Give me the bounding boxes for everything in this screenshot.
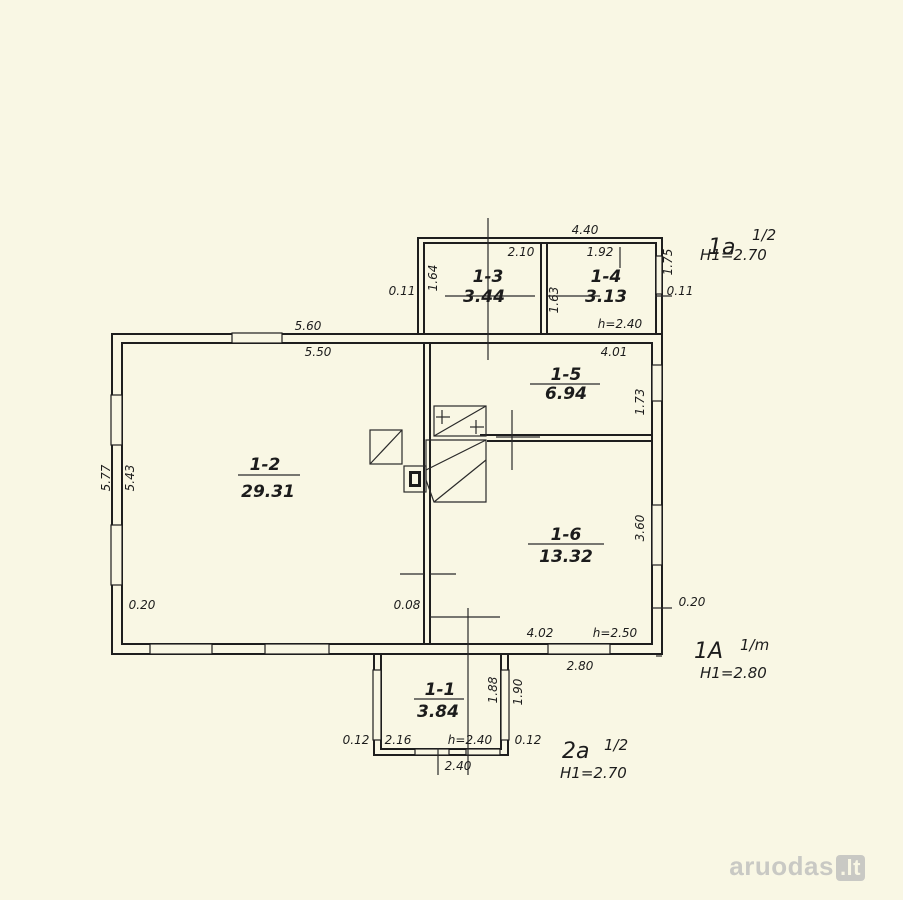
window-left-2	[110, 524, 123, 586]
annex-frac: 1/2	[752, 226, 776, 244]
stairs-upper	[433, 405, 487, 437]
dim-annex-mid: 1.63	[547, 287, 561, 314]
dim-wall-left: 0.20	[129, 598, 156, 612]
porch-code: 2a	[562, 739, 589, 764]
section-lines	[400, 218, 672, 775]
dim-top-outer: 5.60	[295, 319, 322, 333]
room-1-5-id: 1-5	[551, 365, 582, 385]
window-bottom-2	[264, 643, 330, 655]
room-1-5-area: 6.94	[545, 384, 587, 404]
dim-room6-width: 4.02	[527, 626, 554, 640]
main-outer-wall	[111, 333, 663, 655]
dim-top-inner: 5.50	[305, 345, 332, 359]
watermark-tld: .lt	[835, 855, 865, 881]
porch-frac: 1/2	[604, 736, 628, 754]
room-1-2-area: 29.31	[241, 482, 295, 502]
dim-porch-h1: 1.88	[486, 676, 500, 703]
room-1-3-id: 1-3	[473, 267, 504, 287]
room-1-2-id: 1-2	[250, 455, 281, 475]
dim-left-outer: 5.77	[99, 464, 113, 491]
windows	[110, 255, 663, 756]
annex-code: 1a	[708, 235, 735, 260]
dim-annex-height-left: 1.64	[426, 265, 440, 292]
window-bottom-1	[149, 643, 213, 655]
dim-wall-mid: 0.08	[394, 598, 421, 612]
watermark-text: aruodas	[729, 851, 834, 881]
block-notes: 1a 1/2 H1=2.70 1A 1/m H1=2.80 2a 1/2 H1=…	[560, 226, 776, 782]
window-porch-left	[372, 669, 382, 741]
dim-annex-top-outer: 4.40	[572, 223, 599, 237]
dim-porch-w-outer: 2.40	[445, 759, 472, 773]
dim-room6-height: 3.60	[633, 514, 647, 541]
window-left-1	[110, 394, 123, 446]
dim-bottom-right: 2.80	[567, 659, 594, 673]
room-1-6-area: 13.32	[539, 547, 593, 567]
dim-annex-room3-width: 2.10	[508, 245, 535, 259]
annex-height: H1=2.70	[700, 246, 767, 264]
dim-porch-h: h=2.40	[448, 733, 493, 747]
dim-left-inner: 5.43	[123, 465, 137, 492]
window-right-1	[651, 364, 663, 402]
room-1-6-id: 1-6	[551, 525, 582, 545]
window-top	[231, 332, 283, 344]
dim-annex-wall-left: 0.11	[389, 284, 416, 298]
main-inner-wall	[121, 342, 653, 645]
watermark: aruodas.lt	[729, 851, 865, 882]
main-code: 1A	[694, 639, 723, 664]
dimension-labels: 5.60 5.50 5.77 5.43 4.40 2.10 1.92 1.64 …	[99, 223, 706, 773]
dim-porch-wall-left: 0.12	[343, 733, 370, 747]
stairs-lower	[425, 439, 487, 503]
window-right-2	[651, 504, 663, 566]
room-1-1-id: 1-1	[425, 680, 456, 700]
room-1-3-area: 3.44	[463, 287, 505, 307]
dim-annex-room4-width: 1.92	[587, 245, 614, 259]
room-labels: 1-2 29.31 1-3 3.44 1-4 3.13 1-5 6.94 1-6…	[238, 267, 627, 722]
stove-stairs	[369, 405, 487, 503]
porch-height: H1=2.70	[560, 764, 627, 782]
dim-room5-width: 4.01	[601, 345, 628, 359]
window-porch-bottom-1	[414, 748, 450, 756]
walls	[111, 237, 663, 756]
dim-room5-height: 1.73	[633, 389, 647, 416]
main-height: H1=2.80	[700, 664, 767, 682]
dim-porch-h2: 1.90	[511, 678, 525, 705]
window-porch-right	[500, 669, 510, 741]
room-1-1-area: 3.84	[417, 702, 459, 722]
dim-annex-wall-right: 0.11	[667, 284, 694, 298]
dim-annex-height-right: 1.75	[661, 249, 675, 276]
room-1-4-area: 3.13	[585, 287, 627, 307]
window-porch-bottom-2	[465, 748, 501, 756]
dim-wall-right: 0.20	[679, 595, 706, 609]
stove-box	[369, 429, 403, 465]
dim-porch-wall-right: 0.12	[515, 733, 542, 747]
window-annex	[655, 255, 663, 295]
room-1-4-id: 1-4	[591, 267, 622, 287]
main-frac: 1/m	[740, 636, 769, 654]
dim-room6-h: h=2.50	[593, 626, 638, 640]
dim-porch-w-inner: 2.16	[385, 733, 412, 747]
window-bottom-3	[547, 643, 611, 655]
dim-annex-h: h=2.40	[598, 317, 643, 331]
